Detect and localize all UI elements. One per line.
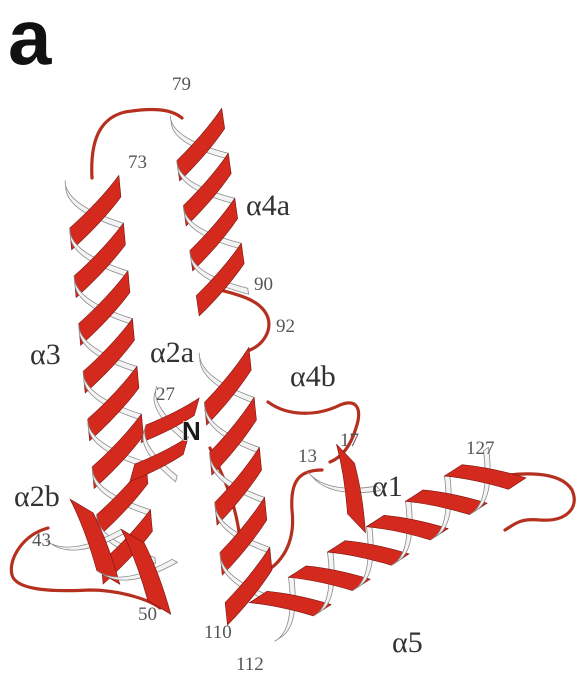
residue-110: 110 [204,622,232,643]
helix-alpha3 [65,175,155,584]
helix-alpha4a [170,108,248,316]
n-terminus-label: N [182,416,201,446]
residue-27: 27 [156,384,175,405]
label-alpha4b: α4b [290,360,336,393]
residue-112: 112 [236,654,264,675]
helix-alpha4b [199,347,275,625]
label-alpha5: α5 [392,626,423,659]
residue-90: 90 [254,274,273,295]
residue-43: 43 [32,530,51,551]
label-alpha1: α1 [372,470,403,503]
residue-79: 79 [172,74,191,95]
residue-127: 127 [466,438,495,459]
label-alpha2a: α2a [150,336,194,369]
loop-90-92 [212,288,269,350]
helix-alpha1 [308,444,381,532]
residue-73: 73 [128,152,147,173]
panel-letter: a [8,0,52,81]
residue-13: 13 [298,446,317,467]
label-alpha4a: α4a [246,189,290,222]
residue-92: 92 [276,316,295,337]
residue-17: 17 [340,430,359,451]
label-alpha3: α3 [30,338,61,371]
label-alpha2b: α2b [14,480,60,513]
residue-50: 50 [138,604,157,625]
